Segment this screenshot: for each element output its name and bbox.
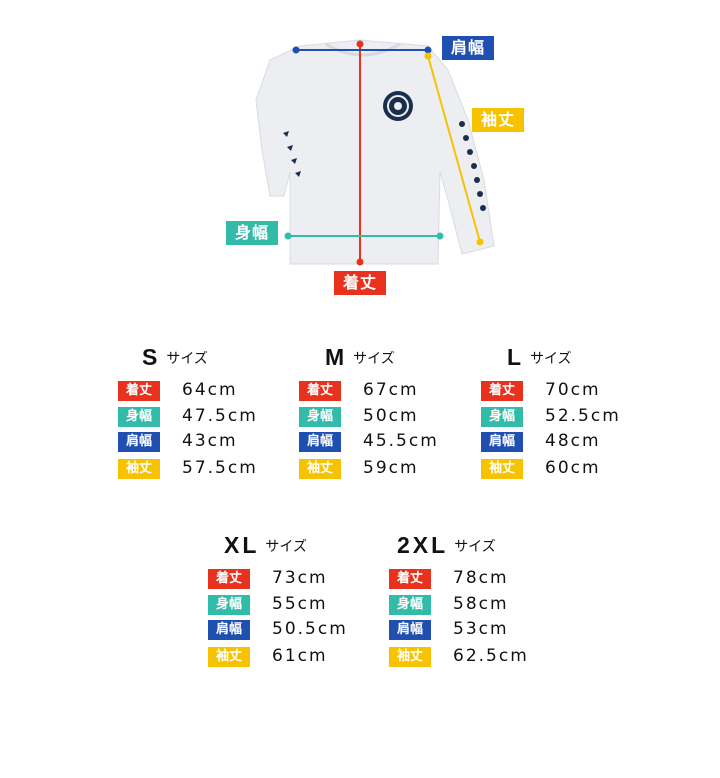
badge-shoulder: 肩幅 xyxy=(208,620,250,640)
value-shoulder: 48cm xyxy=(545,431,601,451)
size-heading: S サイズ xyxy=(142,344,208,371)
value-shoulder: 50.5cm xyxy=(272,619,348,639)
size-block-l: L サイズ 着丈 70cm 身幅 52.5cm 肩幅 48cm 袖丈 60cm xyxy=(481,344,651,484)
length-label: 着丈 xyxy=(334,271,386,295)
value-length: 70cm xyxy=(545,380,601,400)
size-suffix: サイズ xyxy=(265,539,307,555)
badge-sleeve: 袖丈 xyxy=(208,647,250,667)
value-body-width: 58cm xyxy=(453,594,509,614)
left-sleeve-print-icon xyxy=(283,131,301,177)
size-heading: L サイズ xyxy=(507,344,572,371)
badge-length: 着丈 xyxy=(481,381,523,401)
size-suffix: サイズ xyxy=(454,539,496,555)
size-name: XL xyxy=(224,532,260,558)
badge-length: 着丈 xyxy=(118,381,160,401)
value-sleeve: 62.5cm xyxy=(453,646,529,666)
value-length: 64cm xyxy=(182,380,238,400)
size-suffix: サイズ xyxy=(530,351,572,367)
measurement-diagram: 肩幅 袖丈 身幅 着丈 xyxy=(0,0,720,310)
sleeve-line xyxy=(427,55,481,243)
size-block-s: S サイズ 着丈 64cm 身幅 47.5cm 肩幅 43cm 袖丈 57.5cm xyxy=(118,344,288,484)
badge-sleeve: 袖丈 xyxy=(481,459,523,479)
value-body-width: 50cm xyxy=(363,406,419,426)
size-suffix: サイズ xyxy=(353,351,395,367)
size-name: L xyxy=(507,344,525,370)
value-sleeve: 61cm xyxy=(272,646,328,666)
badge-length: 着丈 xyxy=(299,381,341,401)
value-sleeve: 59cm xyxy=(363,458,419,478)
badge-shoulder: 肩幅 xyxy=(389,620,431,640)
badge-shoulder: 肩幅 xyxy=(481,432,523,452)
size-block-2xl: 2XL サイズ 着丈 78cm 身幅 58cm 肩幅 53cm 袖丈 62.5cm xyxy=(389,532,569,672)
badge-sleeve: 袖丈 xyxy=(118,459,160,479)
badge-body-width: 身幅 xyxy=(118,407,160,427)
value-sleeve: 60cm xyxy=(545,458,601,478)
size-name: M xyxy=(325,344,348,370)
sleeve-label: 袖丈 xyxy=(472,108,524,132)
shirt-collar xyxy=(325,42,401,57)
badge-length: 着丈 xyxy=(389,569,431,589)
value-body-width: 47.5cm xyxy=(182,406,258,426)
value-shoulder: 45.5cm xyxy=(363,431,439,451)
size-suffix: サイズ xyxy=(166,351,208,367)
size-block-xl: XL サイズ 着丈 73cm 身幅 55cm 肩幅 50.5cm 袖丈 61cm xyxy=(208,532,378,672)
shoulder-label: 肩幅 xyxy=(442,36,494,60)
size-name: S xyxy=(142,344,161,370)
badge-body-width: 身幅 xyxy=(299,407,341,427)
badge-shoulder: 肩幅 xyxy=(118,432,160,452)
value-shoulder: 43cm xyxy=(182,431,238,451)
badge-sleeve: 袖丈 xyxy=(389,647,431,667)
value-sleeve: 57.5cm xyxy=(182,458,258,478)
value-length: 73cm xyxy=(272,568,328,588)
shirt-shape xyxy=(255,39,495,265)
badge-shoulder: 肩幅 xyxy=(299,432,341,452)
size-heading: 2XL サイズ xyxy=(397,532,496,559)
shirt-illustration xyxy=(255,39,495,266)
value-body-width: 52.5cm xyxy=(545,406,621,426)
badge-body-width: 身幅 xyxy=(389,595,431,615)
badge-body-width: 身幅 xyxy=(481,407,523,427)
value-body-width: 55cm xyxy=(272,594,328,614)
right-sleeve-print-icon xyxy=(459,121,486,211)
chest-logo-icon xyxy=(383,91,413,121)
size-name: 2XL xyxy=(397,532,449,558)
badge-sleeve: 袖丈 xyxy=(299,459,341,479)
value-shoulder: 53cm xyxy=(453,619,509,639)
badge-body-width: 身幅 xyxy=(208,595,250,615)
body-width-label: 身幅 xyxy=(226,221,278,245)
badge-length: 着丈 xyxy=(208,569,250,589)
value-length: 67cm xyxy=(363,380,419,400)
value-length: 78cm xyxy=(453,568,509,588)
size-block-m: M サイズ 着丈 67cm 身幅 50cm 肩幅 45.5cm 袖丈 59cm xyxy=(299,344,469,484)
size-heading: M サイズ xyxy=(325,344,395,371)
size-heading: XL サイズ xyxy=(224,532,307,559)
